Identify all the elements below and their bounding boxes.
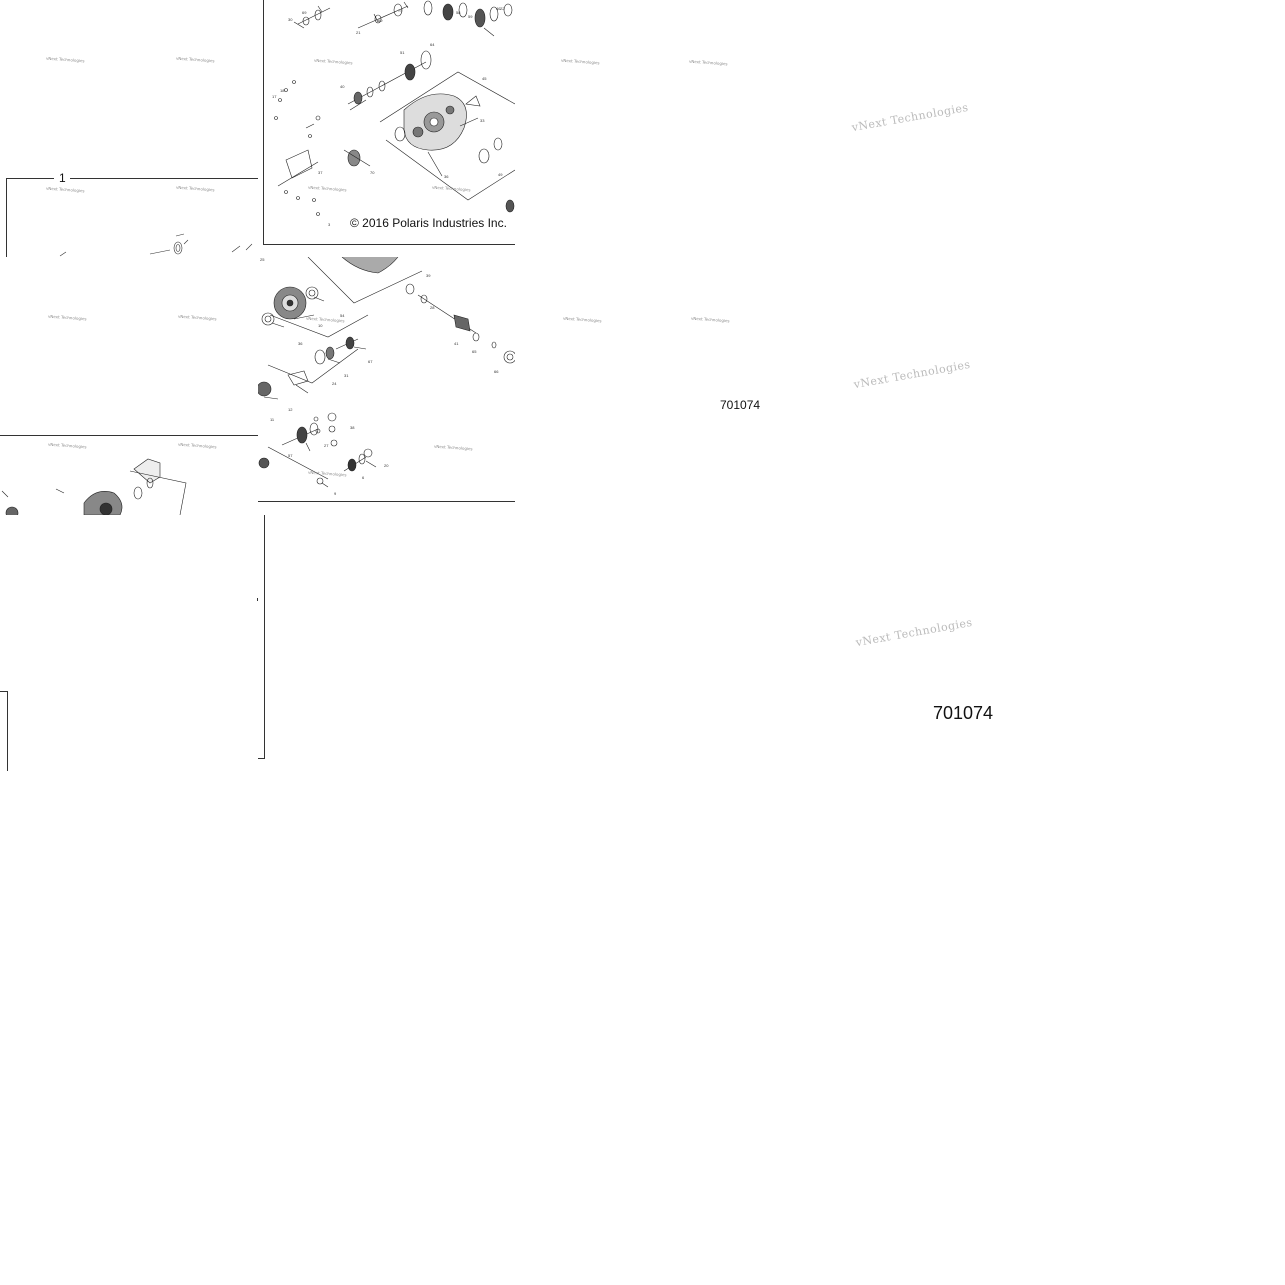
callout-number: 65 <box>472 349 477 354</box>
diagram-tile-left-middle: vNext Technologies vNext Technologies vN… <box>0 257 258 515</box>
diagram-tile-right-bottom: vNext Technologies 701074 <box>515 515 1285 771</box>
callout-number: 33 <box>480 118 485 123</box>
watermark-large: vNext Technologies <box>854 615 974 650</box>
callout-number: 36 <box>444 174 449 179</box>
border-left <box>263 0 264 245</box>
watermark: vNext Technologies <box>850 100 970 135</box>
differential-sketch <box>1 458 187 515</box>
reference-number: 701074 <box>720 398 761 412</box>
callout-number: 51 <box>400 50 405 55</box>
watermark: vNext Technologies <box>688 58 728 67</box>
group-frame-left <box>6 178 7 257</box>
callout-number: 59 <box>468 14 473 19</box>
exploded-parts-sketch <box>59 233 253 257</box>
diagram-tile-center-middle: 25 39 36 54 10 24 11 67 31 12 57 27 38 6… <box>258 257 515 515</box>
callout-number: 49 <box>498 172 503 177</box>
callout-number: 25 <box>260 257 265 262</box>
callout-number: 22 <box>500 6 505 11</box>
border-left <box>7 691 8 771</box>
callout-number: 30 <box>288 17 293 22</box>
callout-number: 39 <box>426 273 431 278</box>
border-top <box>0 435 258 436</box>
watermark-large: vNext Technologies <box>852 357 972 392</box>
watermark: vNext Technologies <box>854 615 974 650</box>
callout-number: 6 <box>362 475 365 480</box>
callout-number: 28 <box>430 305 435 310</box>
callout-number: 70 <box>370 170 375 175</box>
reference-number-large: 701074 <box>933 703 994 723</box>
callout-number: 27 <box>324 443 329 448</box>
callout-number: 12 <box>288 407 293 412</box>
callout-number: 10 <box>318 323 323 328</box>
border-top <box>0 691 8 692</box>
group-frame-top <box>6 178 54 179</box>
border-tick <box>257 598 258 601</box>
watermark: vNext Technologies <box>690 315 730 324</box>
callout-number: 20 <box>384 463 389 468</box>
border-bottom-tick <box>258 758 265 759</box>
watermark: vNext Technologies <box>560 57 600 66</box>
callout-number: 3 <box>328 222 331 227</box>
callout-number: 54 <box>340 313 345 318</box>
gear-train-exploded-view <box>258 257 515 488</box>
callout-number: 67 <box>368 359 373 364</box>
watermark-large: vNext Technologies <box>850 100 970 135</box>
callout-number: 37 <box>318 170 323 175</box>
diagram-tile-left-top: vNext Technologies vNext Technologies vN… <box>0 0 258 257</box>
callout-number: 46 <box>496 6 501 11</box>
callout-number: 41 <box>454 341 459 346</box>
callout-number: 66 <box>494 369 499 374</box>
diagram-tile-right-middle: vNext Technologies vNext Technologies vN… <box>515 257 1285 515</box>
border-right <box>264 515 265 759</box>
transmission-exploded-view <box>274 0 515 216</box>
callout-number: 74 <box>398 8 403 13</box>
callout-number: 40 <box>340 84 345 89</box>
callout-number: 69 <box>378 18 383 23</box>
diagram-tile-left-bottom <box>0 515 270 771</box>
callout-number: 24 <box>332 381 337 386</box>
callout-number: 38 <box>350 425 355 430</box>
border-bottom <box>263 244 515 245</box>
watermark: vNext Technologies <box>562 315 602 324</box>
callout-number: 31 <box>344 373 349 378</box>
callout-number: 64 <box>430 42 435 47</box>
diagram-tile-right-top: vNext Technologies vNext Technologies vN… <box>515 0 1285 257</box>
callout-number: 17 <box>272 94 277 99</box>
group-frame-top <box>70 178 258 179</box>
callout-group-number: 1 <box>59 171 66 185</box>
callout-number: 45 <box>482 76 487 81</box>
callout-number: 69 <box>302 10 307 15</box>
callout-number: 21 <box>356 30 361 35</box>
callout-number: 11 <box>270 417 275 422</box>
callout-number: 36 <box>298 341 303 346</box>
watermark: vNext Technologies <box>852 357 972 392</box>
callout-number: 18 <box>280 88 285 93</box>
callout-number: 9 <box>334 491 337 496</box>
diagram-tile-center-top: 30 69 69 74 58 59 46 22 21 17 18 40 51 6… <box>258 0 515 257</box>
copyright-notice: © 2016 Polaris Industries Inc. <box>350 216 507 230</box>
callout-number: 57 <box>288 453 293 458</box>
callout-number: 58 <box>456 10 461 15</box>
border-bottom <box>258 501 515 502</box>
